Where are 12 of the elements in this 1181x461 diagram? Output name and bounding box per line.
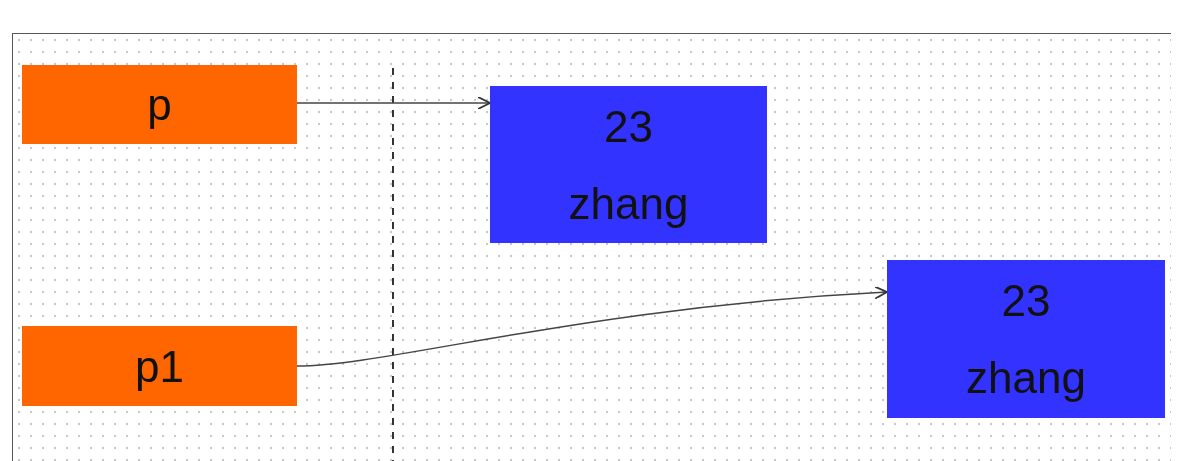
object-box bbox=[887, 260, 1165, 418]
box-text: p bbox=[147, 79, 172, 131]
reference-box bbox=[22, 326, 297, 406]
arrow bbox=[296, 285, 888, 367]
reference-box bbox=[22, 65, 297, 144]
box-text: p1 bbox=[135, 340, 184, 393]
object-box bbox=[490, 86, 767, 243]
box-text: 23 bbox=[604, 100, 653, 153]
arrow bbox=[296, 96, 491, 110]
box-text: zhang bbox=[568, 177, 689, 230]
box-text: 23 bbox=[1001, 275, 1051, 327]
box-text: zhang bbox=[966, 352, 1086, 404]
